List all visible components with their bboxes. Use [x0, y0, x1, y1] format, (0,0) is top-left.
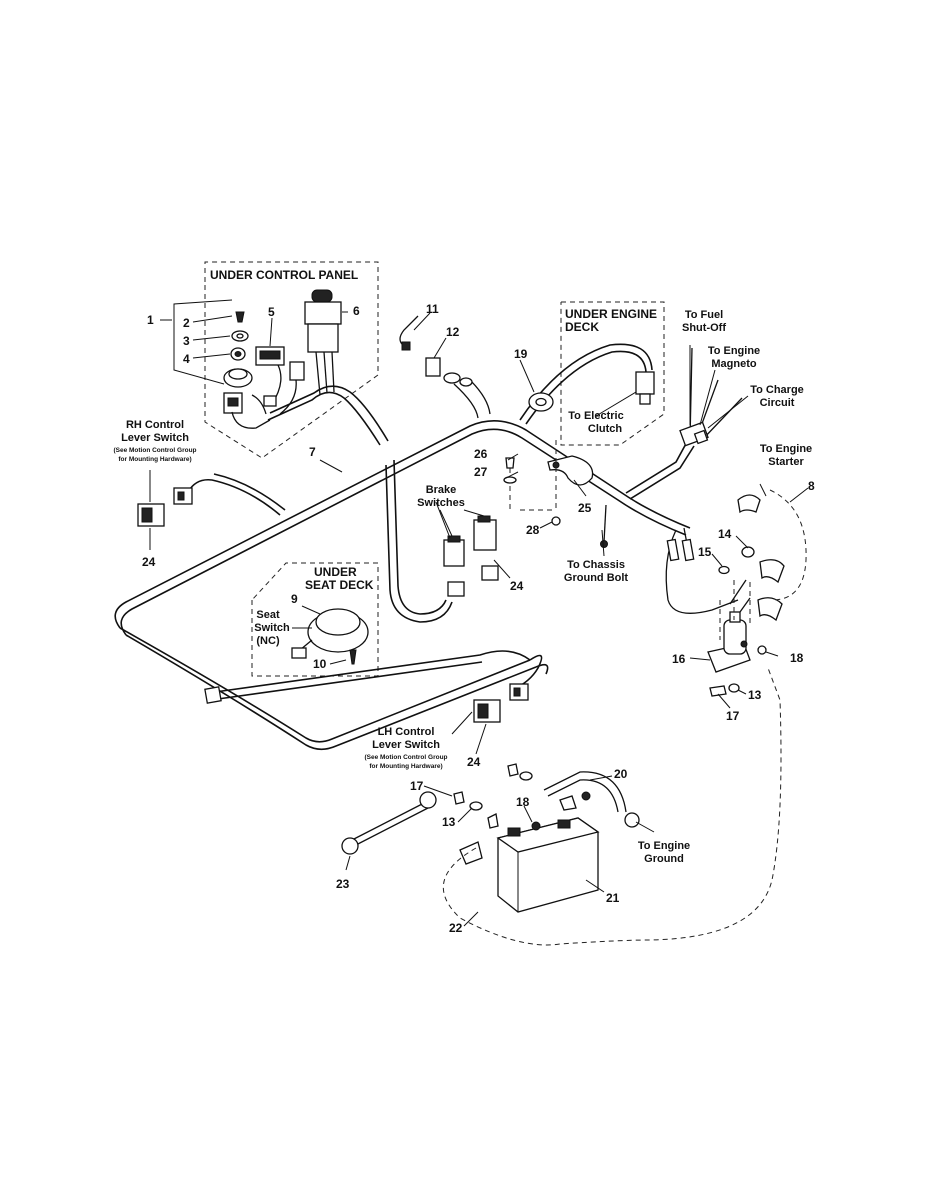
under-seat-deck-title-2: SEAT DECK	[305, 578, 374, 592]
part-number-16: 16	[672, 652, 686, 666]
under-control-panel-box: UNDER CONTROL PANEL	[204, 261, 379, 459]
part-number-13-b: 13	[442, 815, 456, 829]
part-number-28: 28	[526, 523, 540, 537]
clutch-caption-1: To Electric	[568, 410, 623, 422]
ground-caption-1: To Engine	[638, 840, 690, 852]
rh-caption-3: (See Motion Control Group	[113, 447, 196, 454]
part-number-5: 5	[268, 305, 275, 319]
part-number-7: 7	[309, 445, 316, 459]
under-engine-deck-box: UNDER ENGINE DECK	[560, 301, 665, 446]
part-number-24-b: 24	[510, 579, 524, 593]
under-engine-deck-title-1: UNDER ENGINE	[565, 307, 657, 321]
part-number-17-b: 17	[410, 779, 424, 793]
engine-deck-branch	[519, 343, 655, 425]
part-number-2: 2	[183, 316, 190, 330]
part-number-9: 9	[291, 592, 298, 606]
under-control-panel-title: UNDER CONTROL PANEL	[210, 268, 358, 282]
battery-cables	[453, 763, 640, 865]
harness-clamp	[503, 440, 594, 526]
clutch-caption-2: Clutch	[588, 423, 623, 435]
part-number-24-a: 24	[142, 555, 156, 569]
captions: RH Control Lever Switch (See Motion Cont…	[113, 309, 812, 865]
lh-caption-4: for Mounting Hardware)	[369, 763, 442, 770]
part-number-12: 12	[446, 325, 460, 339]
part-number-19: 19	[514, 347, 528, 361]
rh-caption-1: RH Control	[126, 419, 184, 431]
charge-caption-1: To Charge	[750, 384, 804, 396]
under-engine-deck-title-2: DECK	[565, 320, 599, 334]
part-number-15: 15	[698, 545, 712, 559]
seat-caption-1: Seat	[256, 609, 280, 621]
magneto-caption-2: Magneto	[711, 358, 757, 370]
part-number-17-a: 17	[726, 709, 740, 723]
part-number-18-b: 18	[516, 795, 530, 809]
lh-caption-1: LH Control	[378, 726, 435, 738]
rh-caption-2: Lever Switch	[121, 432, 189, 444]
lh-caption-3: (See Motion Control Group	[364, 754, 447, 761]
part-numbers: 1 2 3 4 5 6 7 8 9 10 11 12 13 13 14 15 1…	[142, 302, 815, 935]
seat-caption-2: Switch	[254, 622, 290, 634]
part-number-4: 4	[183, 352, 190, 366]
part-number-22: 22	[449, 921, 463, 935]
ground-caption-2: Ground	[644, 853, 684, 865]
part-number-18-a: 18	[790, 651, 804, 665]
chassis-caption-2: Ground Bolt	[564, 572, 628, 584]
part-number-24-c: 24	[467, 755, 481, 769]
part-number-20: 20	[614, 767, 628, 781]
lh-lever-switch	[473, 683, 529, 723]
wire-connectors	[399, 315, 473, 387]
leader-lines	[149, 311, 809, 927]
part-number-8: 8	[808, 479, 815, 493]
chassis-ground-wire	[600, 504, 608, 548]
rh-lever-switch	[137, 470, 193, 527]
magneto-caption-1: To Engine	[708, 345, 760, 357]
fuel-caption-2: Shut-Off	[682, 322, 726, 334]
control-panel-parts	[173, 289, 342, 429]
engine-wires	[625, 345, 749, 614]
part-number-27: 27	[474, 465, 488, 479]
chassis-caption-1: To Chassis	[567, 559, 625, 571]
brake-caption-2: Switches	[417, 497, 465, 509]
part-number-14: 14	[718, 527, 732, 541]
part-number-25: 25	[578, 501, 592, 515]
under-seat-deck-title-1: UNDER	[314, 565, 357, 579]
starter-caption-2: Starter	[768, 456, 804, 468]
brake-caption-1: Brake	[426, 484, 457, 496]
starter-cable-8	[769, 489, 807, 601]
cable-tie-23	[341, 791, 437, 855]
fuel-caption-1: To Fuel	[685, 309, 723, 321]
part-number-21: 21	[606, 891, 620, 905]
part-number-13-a: 13	[748, 688, 762, 702]
brake-switches	[439, 509, 499, 597]
lh-caption-2: Lever Switch	[372, 739, 440, 751]
under-seat-deck-box: UNDER SEAT DECK	[251, 562, 379, 677]
seat-caption-3: (NC)	[256, 635, 280, 647]
charge-caption-2: Circuit	[760, 397, 795, 409]
part-number-1: 1	[147, 313, 154, 327]
part-number-11: 11	[426, 302, 439, 316]
part-number-6: 6	[353, 304, 360, 318]
rh-caption-4: for Mounting Hardware)	[118, 456, 191, 463]
starter-solenoid	[707, 483, 785, 697]
part-number-3: 3	[183, 334, 190, 348]
starter-caption-1: To Engine	[760, 443, 812, 455]
battery-cable-22	[442, 667, 782, 946]
part-number-26: 26	[474, 447, 488, 461]
battery	[496, 817, 600, 913]
main-wiring-harness	[114, 379, 691, 751]
seat-switch	[291, 608, 369, 665]
part-number-10: 10	[313, 657, 327, 671]
part-number-23: 23	[336, 877, 350, 891]
